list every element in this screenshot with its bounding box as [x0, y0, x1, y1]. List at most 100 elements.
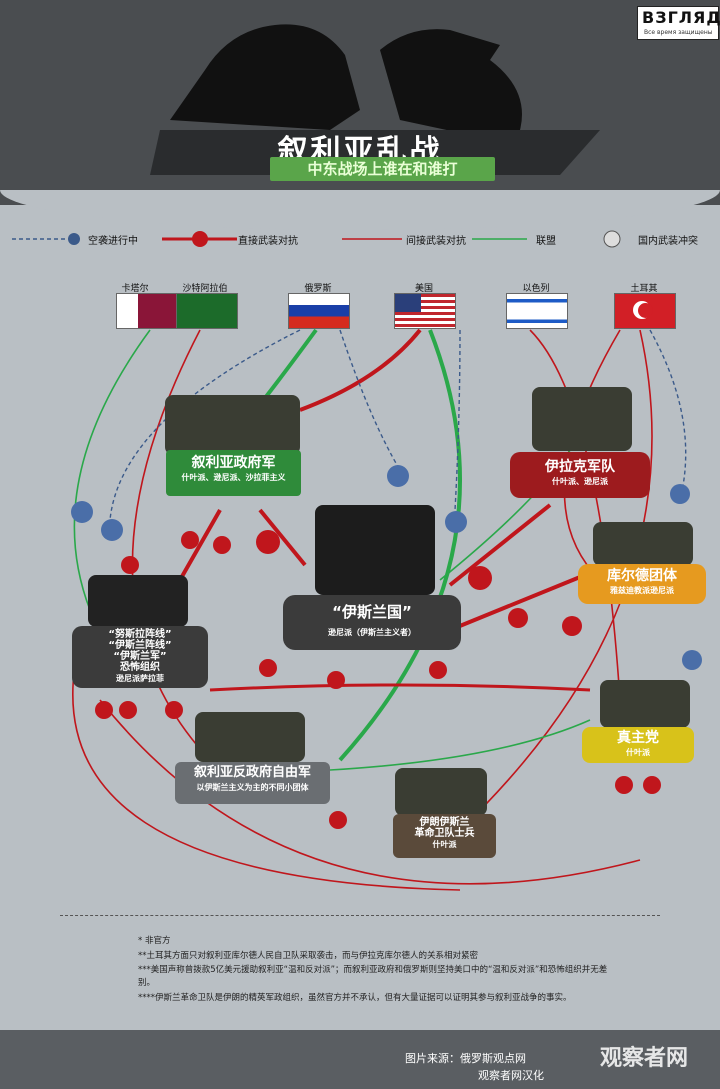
footnote-2: **土耳其方面只对叙利亚库尔德人民自卫队采取袭击，而与伊拉克库尔德人的关系相对紧… [138, 951, 479, 961]
turkey-flag-icon [614, 293, 676, 329]
country-label-russia: 俄罗斯 [304, 284, 332, 294]
crossed-swords-icon [119, 701, 137, 719]
faction-irgc: 伊朗伊斯兰 革命卫队士兵 什叶派 [393, 814, 496, 858]
crossed-swords-icon [165, 701, 183, 719]
logo-subtext: Все время защищены [644, 29, 713, 36]
faction-syria-gov: 叙利亚政府军 什叶派、逊尼派、沙拉菲主义 [166, 450, 301, 496]
footnote-divider [60, 915, 660, 916]
fsa-fighters-image [195, 712, 305, 762]
airstrike-russia-isis [339, 329, 401, 471]
country-label-saudi: 沙特阿拉伯 [182, 284, 228, 294]
footnote-4: ****伊斯兰革命卫队是伊朗的精英军政组织，虽然官方并不承认，但有大量证据可以证… [138, 993, 572, 1003]
arrow-usa-gov [299, 328, 422, 412]
crossed-swords-icon [256, 530, 280, 554]
airstrike-russia-nusra [109, 329, 301, 521]
crossed-swords-icon [615, 776, 633, 794]
crossed-swords-icon [429, 661, 447, 679]
legend-airstrike-icon [68, 233, 80, 245]
crossed-swords-icon [327, 671, 345, 689]
country-label-israel: 以色列 [522, 284, 550, 294]
crossed-swords-icon [562, 616, 582, 636]
arrow-qatar-nusra [73, 329, 151, 611]
logo: ВЗГЛЯД Все время защищены [637, 6, 720, 40]
faction-title: 叙利亚政府军 [191, 455, 276, 471]
faction-iraq: 伊拉克军队 什叶派、逊尼派 [510, 452, 650, 498]
isis-fighters-image [315, 505, 435, 595]
footer-credit: 观察者网汉化 [478, 1069, 544, 1082]
arrow-nusra-houthi [99, 699, 641, 885]
legend-handshake-icon [603, 230, 621, 248]
syria-gov-soldiers-image [165, 395, 300, 455]
country-label-usa: 美国 [414, 284, 433, 294]
footer-source: 图片来源：俄罗斯观点网 [405, 1052, 526, 1065]
faction-kurds: 库尔德团体 雅兹迪教派逊尼派 [578, 564, 706, 604]
crossed-swords-icon [95, 701, 113, 719]
faction-title: 革命卫队士兵 [414, 828, 475, 839]
legend-airstrike: 空袭进行中 [88, 236, 138, 247]
arrow-usa-fsa [338, 329, 462, 762]
crossed-swords-icon [181, 531, 199, 549]
crossed-swords-icon [329, 811, 347, 829]
usa-flag-icon [394, 293, 456, 329]
legend-alliance: 联盟 [536, 236, 556, 247]
faction-title: 伊拉克军队 [545, 459, 615, 475]
faction-fsa: 叙利亚反政府自由军 以伊斯兰主义为主的不同小团体 [175, 762, 330, 804]
faction-title: 伊朗伊斯兰 [419, 817, 470, 828]
footnote-1: * 非官方 [138, 936, 171, 946]
airstrike-icon [682, 650, 702, 670]
houthi-fighters-image [600, 680, 690, 728]
airstrike-icon [670, 484, 690, 504]
russia-flag-icon [288, 293, 350, 329]
footnote-3: ***美国声称曾拨款5亿美元援助叙利亚“温和反对派”；而叙利亚政府和俄罗斯则坚持… [138, 965, 608, 988]
faction-religion: 逊尼派萨拉菲 [116, 674, 164, 683]
iraq-soldiers-image [532, 387, 632, 451]
saudi-flag-icon [176, 293, 238, 329]
crossed-swords-icon [508, 608, 528, 628]
airstrike-icon [101, 519, 123, 541]
airstrike-icon [71, 501, 93, 523]
faction-religion: 什叶派 [626, 748, 650, 757]
faction-title: 恐怖组织 [120, 662, 160, 673]
legend-crossed-swords-icon [192, 231, 208, 247]
faction-title: “伊斯兰国” [332, 603, 412, 621]
arrow-gov-isis [258, 508, 307, 567]
legend-direct: 直接武装对抗 [238, 236, 298, 247]
airstrike-icon [445, 511, 467, 533]
qatar-flag-icon [116, 293, 178, 329]
footer-band [0, 1030, 720, 1089]
airstrike-icon [387, 465, 409, 487]
nusra-fighters-image [88, 575, 188, 627]
crossed-swords-icon [121, 556, 139, 574]
country-label-turkey: 土耳其 [630, 284, 658, 294]
airstrike-turkey-kurds [649, 329, 687, 501]
faction-religion: 雅兹迪教派逊尼派 [610, 586, 674, 595]
legend-symbols [12, 230, 621, 248]
arrow-houthi-fsa [329, 719, 591, 771]
faction-title: 真主党 [617, 730, 659, 746]
arrow-kurds-isis [449, 573, 586, 632]
faction-title: “努斯拉阵线” [108, 629, 172, 640]
page-subtitle: 中东战场上谁在和谁打 [270, 157, 495, 181]
arrow-nusra-irgc [72, 639, 461, 891]
faction-title: 叙利亚反政府自由军 [193, 765, 311, 780]
faction-religion: 什叶派 [432, 840, 457, 849]
faction-nusra: “努斯拉阵线” “伊斯兰阵线” “伊斯兰军” 恐怖组织 逊尼派萨拉菲 [72, 626, 208, 688]
irgc-soldiers-image [395, 768, 487, 816]
crossed-swords-icon [259, 659, 277, 677]
crossed-swords-icon [643, 776, 661, 794]
crossed-swords-icon [468, 566, 492, 590]
faction-title: “伊斯兰军” [113, 651, 167, 662]
crossed-swords-icon [213, 536, 231, 554]
faction-isis: “伊斯兰国” 逊尼派（伊斯兰主义者） [283, 595, 461, 650]
fighters-silhouette-icon [150, 24, 600, 175]
airstrike-usa-isis [454, 329, 461, 511]
faction-religion: 什叶派、逊尼派、沙拉菲主义 [181, 473, 286, 482]
faction-houthi: 真主党 什叶派 [582, 727, 694, 763]
arrow-houthi-nusra [209, 683, 591, 692]
arrow-gov-nusra [178, 509, 222, 581]
arrow-iraq-isis [448, 503, 552, 587]
watermark: 观察者网 [600, 1046, 689, 1071]
faction-religion: 逊尼派（伊斯兰主义者） [328, 628, 416, 637]
kurds-fighters-image [593, 522, 693, 566]
